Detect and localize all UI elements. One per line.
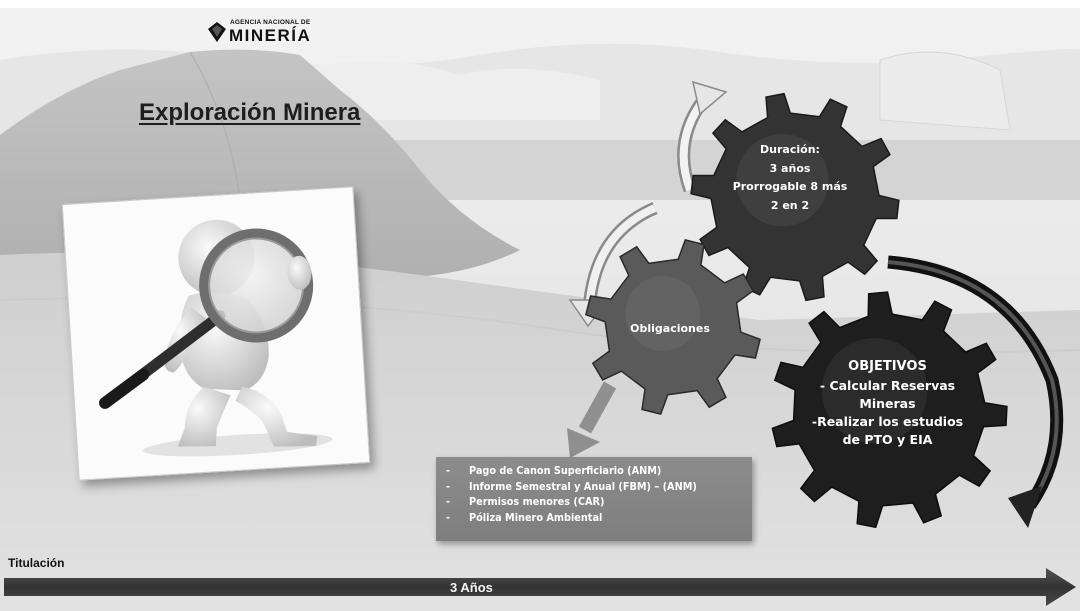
bullet-dash: - (446, 464, 451, 477)
gear-highlight (736, 134, 829, 227)
gear-highlight (821, 338, 928, 444)
duration-line: 3 años (769, 161, 811, 175)
timeline-arrow (4, 568, 1076, 606)
photo-card (61, 186, 371, 481)
agency-logo: AGENCIA NACIONAL DE MINERÍA (208, 17, 318, 47)
obligation-text: Informe Semestral y Anual (FBM) – (ANM) (469, 479, 697, 493)
obligation-text: Pago de Canon Superficiario (ANM) (469, 464, 662, 477)
objectives-line: de PTO y EIA (842, 432, 933, 448)
gear-duration (690, 92, 900, 302)
gear-obligations (585, 239, 761, 415)
gear-body (771, 291, 1008, 529)
bullet-dash: - (446, 479, 451, 493)
obligations-label: Obligaciones (630, 322, 710, 335)
obligation-item: - Pago de Canon Superficiario (ANM) (446, 463, 746, 479)
obligation-item: - Permisos menores (CAR) (446, 494, 746, 510)
obligations-box: - Pago de Canon Superficiario (ANM) - Info… (436, 457, 752, 541)
bullet-dash: - (446, 495, 451, 508)
timeline-duration: 3 Años (450, 580, 493, 595)
objectives-line: - Calcular Reservas (819, 377, 956, 393)
obligations-gear-text: Obligaciones (590, 320, 750, 337)
logo-small-text: AGENCIA NACIONAL DE (230, 19, 311, 26)
diamond-logo-icon (208, 22, 226, 42)
obligation-item: - Póliza Minero Ambiental (446, 510, 746, 526)
duration-line: 2 en 2 (770, 199, 810, 213)
duration-gear-text: Duración: 3 años Prorrogable 8 más 2 en … (690, 141, 890, 216)
objectives-line: Mineras (859, 395, 916, 411)
gear-body (585, 239, 761, 415)
obligation-text: Permisos menores (CAR) (469, 495, 605, 508)
duration-line: Prorrogable 8 más (732, 180, 848, 194)
page-title: Exploración Minera (139, 99, 361, 126)
objectives-line: -Realizar los estudios (811, 414, 964, 430)
duration-line: Duración: (760, 143, 820, 156)
bullet-dash: - (446, 510, 451, 524)
timeline-label: Titulación (8, 556, 65, 570)
objectives-heading: OBJETIVOS (848, 359, 927, 374)
obligation-text: Póliza Minero Ambiental (469, 510, 603, 524)
gear-objectives (771, 291, 1008, 529)
objectives-gear-text: OBJETIVOS - Calcular Reservas Mineras -R… (770, 358, 1005, 449)
gear-body (690, 92, 900, 302)
magnifying-glass-figure-icon (99, 219, 333, 457)
obligations-list: - Pago de Canon Superficiario (ANM) - Info… (446, 463, 746, 525)
gear-highlight (625, 276, 701, 351)
obligation-item: - Informe Semestral y Anual (FBM) – (ANM) (446, 479, 746, 495)
logo-main-text: MINERÍA (229, 26, 312, 45)
